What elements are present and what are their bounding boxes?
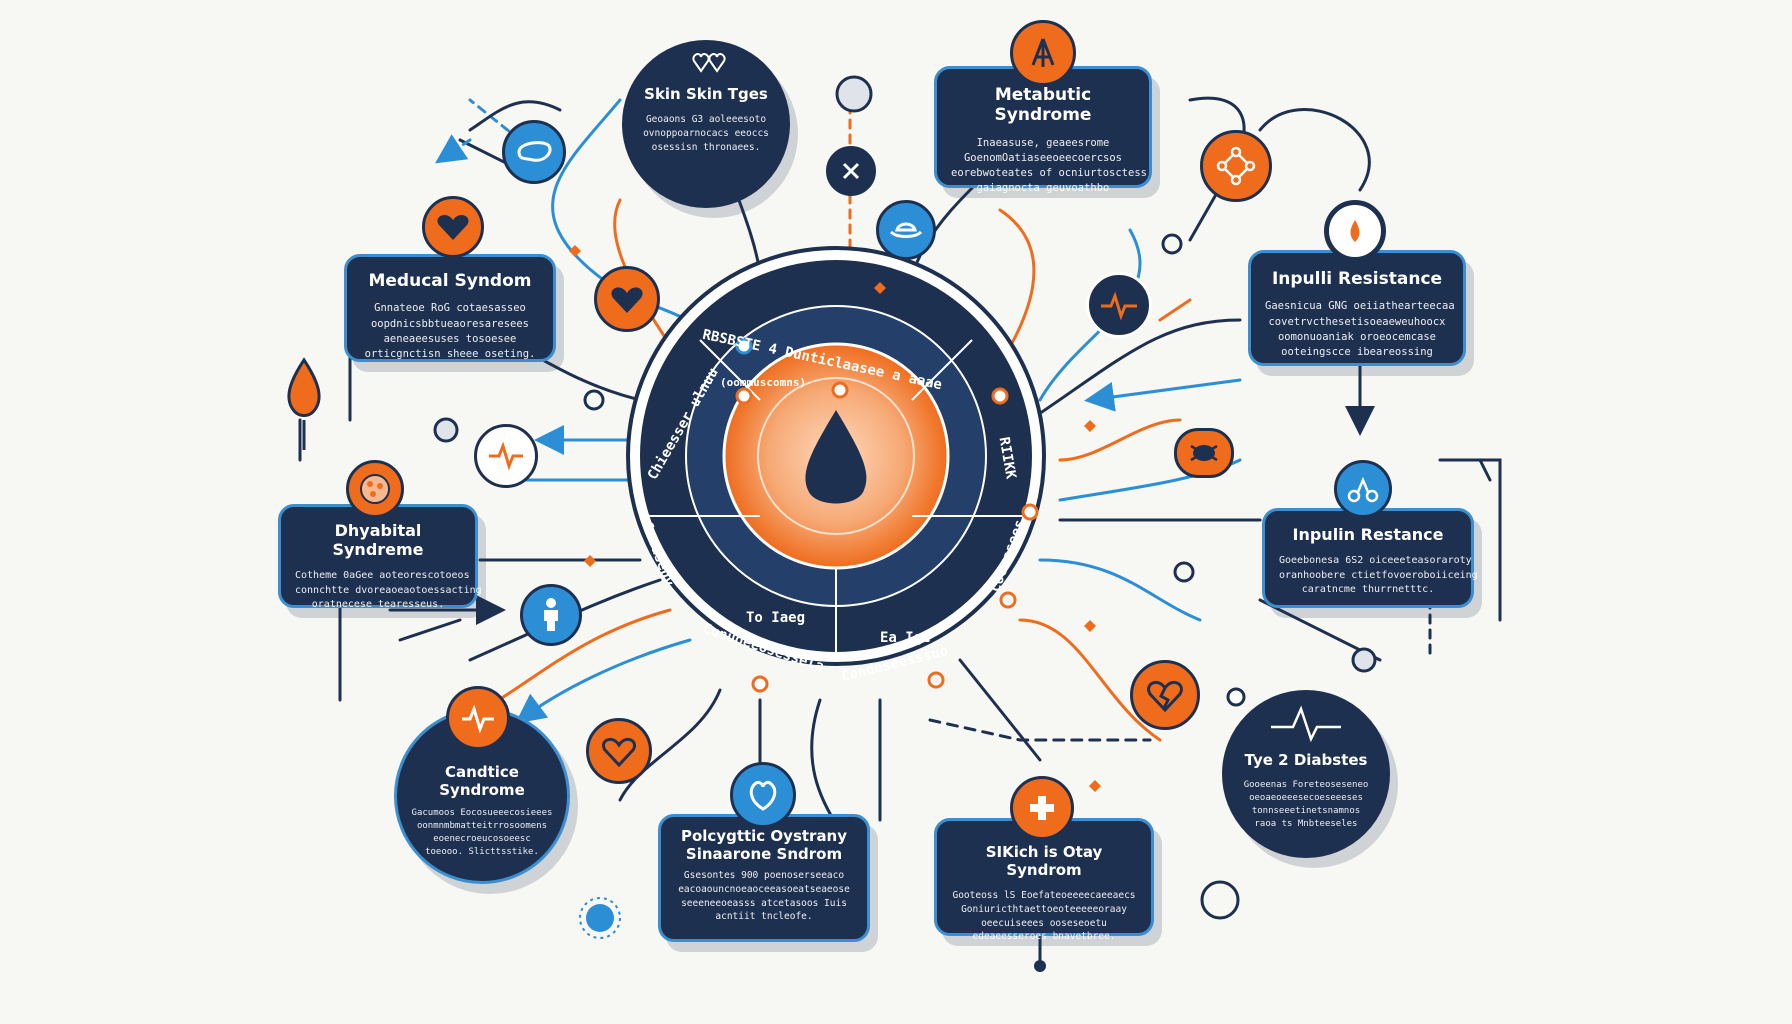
pulse-icon[interactable] [474,424,538,488]
pulse-icon [1271,705,1341,743]
node-desc-line: Gooeenas Foreteoseseneo [1243,780,1369,790]
tree-icon [1010,20,1076,86]
heart-monitor-icon [446,686,510,750]
node-desc-line: seeeneeoeasss atcetasoos Iuis [681,897,847,909]
network-icon[interactable] [1200,130,1272,202]
node-tye-2-diabstes[interactable]: Tye 2 Diabstes Gooeenas Foreteoseseneo o… [1222,690,1390,858]
node-desc-line: Gsesontes 900 poenoserseeaco [683,870,845,881]
blood-drop-icon [805,410,867,504]
node-meducal-syndom[interactable]: Meducal Syndom Gnnateoe RoG cotaesasseo … [344,254,556,362]
node-desc-line: Inaeasuse, geaeesrome [976,136,1110,149]
heart-outline-icon[interactable] [586,718,652,784]
node-desc-line: Goniuricthtaettoeoteeeeeoraay [961,903,1127,915]
node-title: Metabutic Syndrome [994,85,1092,126]
node-desc-line: edeaeesseroes bnavetbree. [972,931,1116,943]
node-desc-line: oonmnmbmatteitrrosoomens [416,821,548,832]
node-title: Polcygttic Oystrany Sinaarone Sndrom [680,827,848,863]
node-title: Meducal Syndom [368,271,532,291]
bacteria-icon [579,897,621,939]
node-desc-line: acntiit tncleofe. [715,911,813,923]
node-desc-line: Goeebonesa 6S2 oiceeeteasoraroty [1279,555,1472,567]
hub-diagram [626,246,1046,693]
node-desc-line: eoenecroeucosoeesc [433,834,531,845]
node-desc-line: eacoaouncnoeaoceeasoeatseaeose [678,883,850,895]
node-desc-line: Cotheme 0aGee aoteorescotoeos [295,570,470,582]
node-desc-line: toeooo. Slicttsstike. [425,847,539,858]
node-title: Skin Skin Tges [644,85,768,103]
heart-icon[interactable] [594,266,660,332]
node-desc-line: caratncme thurrnetttc. [1301,584,1435,596]
broken-heart-icon[interactable] [1130,660,1200,730]
heartbeat-icon[interactable] [1086,272,1152,338]
node-desc-line: oeecuiseees ooseseoetu [981,917,1107,929]
node-skin-skin-tges[interactable]: Skin Skin Tges Geoaons G3 aoleeesoto ovn… [622,40,790,208]
node-desc-line: ovnoppoarnocacs eeoccs [643,127,769,139]
cell-icon [346,460,404,518]
molecule-icon [1334,460,1392,518]
node-title: Dhyabital Syndreme [332,521,424,560]
node-desc-line: raoa ts Mnbteeseles [1254,819,1358,830]
bacteria-icon[interactable] [1174,428,1234,478]
node-desc-line: oeoaeoeeesecoeseeeses [1249,793,1363,804]
node-desc-line: orticgnctisn sheee oseting. [364,348,536,361]
person-icon[interactable] [520,584,582,646]
node-title: Tye 2 Diabstes [1244,751,1368,769]
cross-icon [1010,776,1074,840]
node-title: SIKich is Otay Syndrom [985,843,1103,879]
node-title: Candtice Syndrome [439,763,525,799]
liver-icon[interactable] [502,120,566,184]
node-dhyabital-syndreme[interactable]: Dhyabital Syndreme Cotheme 0aGee aoteore… [278,504,482,610]
node-desc-line: aeneaeesuses tosoesee [383,332,517,345]
node-desc-line: Gacumoos Eocosueeecosieees [411,808,553,818]
hub-ring-text-bottom-right-a: Ea Ige [880,630,931,646]
node-desc-line: Gaesnicua GNG oeiiathearteecaa [1265,300,1455,313]
close-icon[interactable] [826,146,876,196]
flame-icon [1324,200,1386,262]
double-heart-icon [692,53,726,73]
node-desc-line: connchtte dvoreaoeaotoessacting [295,584,482,596]
node-title: Inpulli Resistance [1271,269,1443,289]
waterlily-icon[interactable] [876,200,936,260]
hub-ring-text-bottom-left-a: To Iaeg [746,610,806,626]
node-metabutic-syndrome[interactable]: Metabutic Syndrome Inaeasuse, geaeesrome… [934,66,1152,194]
node-desc-line: gaiagnocta geuvoathbo [976,182,1110,195]
heart-icon [422,196,484,258]
node-desc-line: Gooteoss lS Eoefateoeeeecaeeaecs [952,890,1136,901]
water-drop-icon [287,357,321,450]
node-desc-line: tonnseeetinetsnamnos [1251,806,1361,817]
node-polycyptic[interactable]: Polcygttic Oystrany Sinaarone Sndrom Gse… [658,814,870,942]
node-desc-line: Geoaons G3 aoleeesoto [645,114,767,125]
node-desc-line: oratnecese tearesseus. [311,599,445,611]
node-desc-line: oranhoobere ctietfovoeroboiiceing [1279,569,1478,581]
pear-heart-icon [730,762,796,828]
node-inpulli-resistance[interactable]: Inpulli Resistance Gaesnicua GNG oeiiath… [1248,250,1466,366]
node-desc-line: ooteingscce ibeareossing [1281,346,1433,359]
node-inpulin-restance[interactable]: Inpulin Restance Goeebonesa 6S2 oiceeete… [1262,508,1478,608]
node-desc-line: oomonuoaniak oroeocemcase [1277,330,1437,343]
node-desc-line: Gnnateoe RoG cotaesasseo [374,302,526,315]
node-title: Inpulin Restance [1292,525,1444,544]
hub-ring-text-top-sub: (oommuscomns) [720,376,807,389]
node-desc-line: oopdnicsbbtueaoresaresees [370,317,530,330]
node-desc-line: covetrvcthesetisoeaeweuhoocx [1268,315,1446,328]
node-desc-line: eorebwoteates of ocniurtosctess [951,167,1147,180]
node-desc-line: osessisn thronaees. [651,141,761,153]
node-desc-line: GoenomOatiaseeoeecoercsos [963,152,1123,164]
